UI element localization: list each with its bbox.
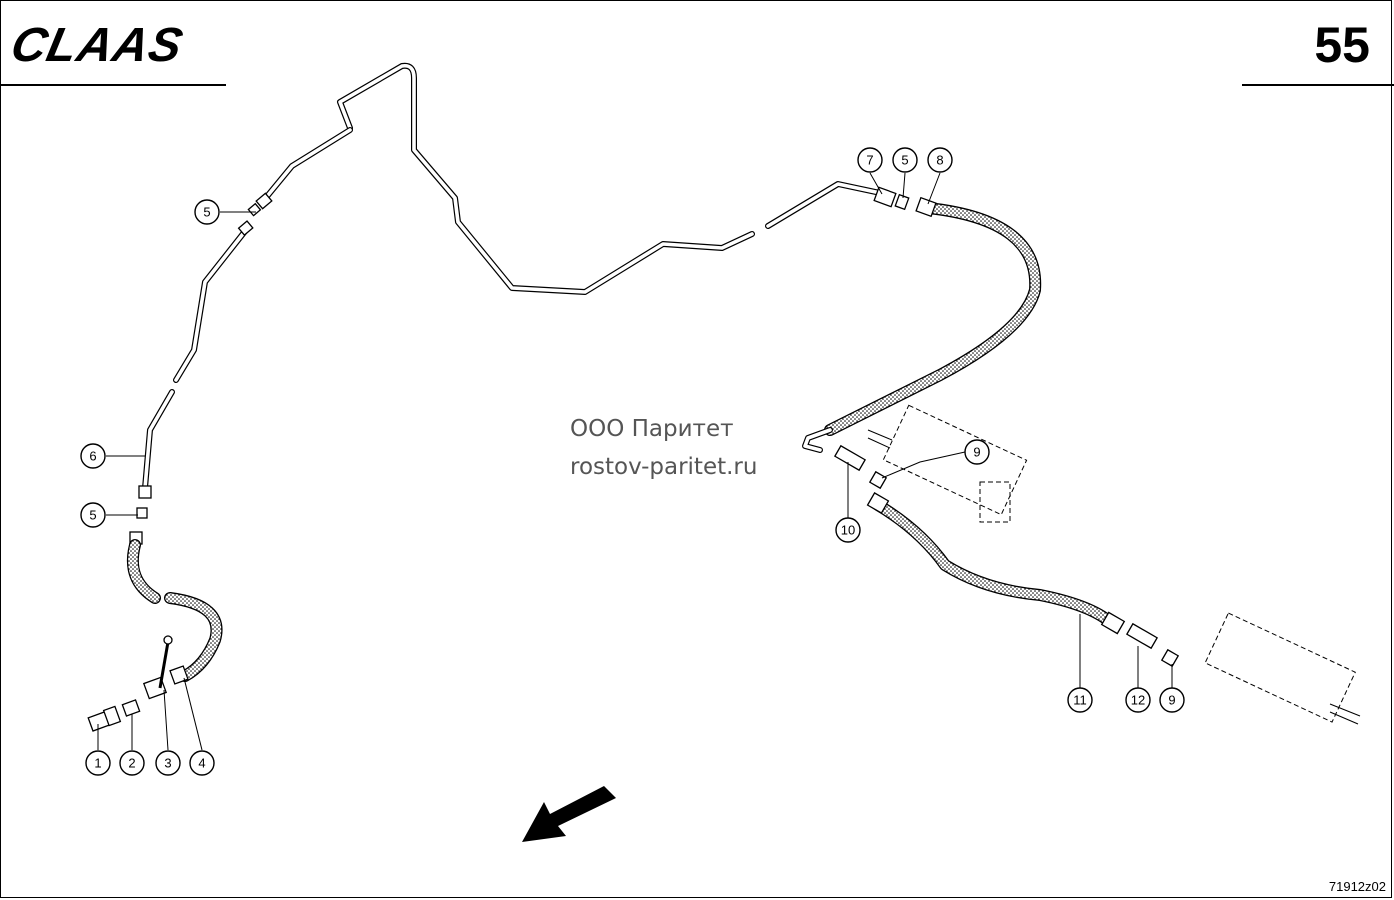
header-rule-left	[0, 84, 226, 86]
hose-lower-right	[866, 492, 1126, 635]
svg-text:5: 5	[901, 153, 908, 168]
callout-7: 7	[857, 147, 883, 173]
svg-text:11: 11	[1073, 693, 1087, 708]
callout-11: 11	[1067, 687, 1093, 713]
callout-1: 1	[85, 750, 111, 776]
svg-text:1: 1	[94, 756, 101, 771]
svg-text:4: 4	[198, 756, 205, 771]
callout-9-upper: 9	[964, 439, 990, 465]
svg-text:10: 10	[841, 523, 855, 538]
fittings-10-9-12	[833, 444, 1180, 668]
drawing-number: 71912z02	[1328, 879, 1386, 894]
svg-text:6: 6	[89, 449, 96, 464]
watermark-url: rostov-paritet.ru	[570, 454, 758, 480]
left-fittings	[129, 192, 273, 545]
callout-5-upper: 5	[194, 199, 220, 225]
callout-12: 12	[1125, 687, 1151, 713]
hose-left	[126, 539, 223, 682]
lower-left-assembly	[87, 635, 189, 732]
watermark-company: ООО Паритет	[570, 416, 734, 442]
svg-text:9: 9	[1168, 693, 1175, 708]
callout-9-lower: 9	[1159, 687, 1185, 713]
callout-6: 6	[80, 443, 106, 469]
header-rule-right	[1242, 84, 1394, 86]
callout-5-right: 5	[892, 147, 918, 173]
callout-8: 8	[927, 147, 953, 173]
callout-10: 10	[835, 517, 861, 543]
fittings-7-5-8	[873, 186, 937, 218]
callout-4: 4	[189, 750, 215, 776]
callout-3: 3	[155, 750, 181, 776]
page-number: 55	[1314, 17, 1370, 73]
svg-text:12: 12	[1131, 693, 1145, 708]
callout-2: 2	[119, 750, 145, 776]
svg-text:7: 7	[866, 153, 873, 168]
pipe-line-left	[142, 127, 353, 491]
svg-text:3: 3	[164, 756, 171, 771]
cylinder-upper	[867, 404, 1028, 523]
svg-text:5: 5	[203, 205, 210, 220]
svg-text:2: 2	[128, 756, 135, 771]
svg-text:5: 5	[89, 508, 96, 523]
callout-leaders	[97, 172, 1173, 751]
hose-upper-right	[802, 202, 1042, 453]
pipe-line-upper	[337, 62, 888, 295]
svg-text:9: 9	[973, 445, 980, 460]
cylinder-lower	[1204, 612, 1361, 725]
direction-arrow-icon	[522, 786, 616, 842]
svg-text:8: 8	[936, 153, 943, 168]
watermark: ООО Паритет rostov-paritet.ru	[570, 410, 757, 486]
callout-5-lower: 5	[80, 502, 106, 528]
